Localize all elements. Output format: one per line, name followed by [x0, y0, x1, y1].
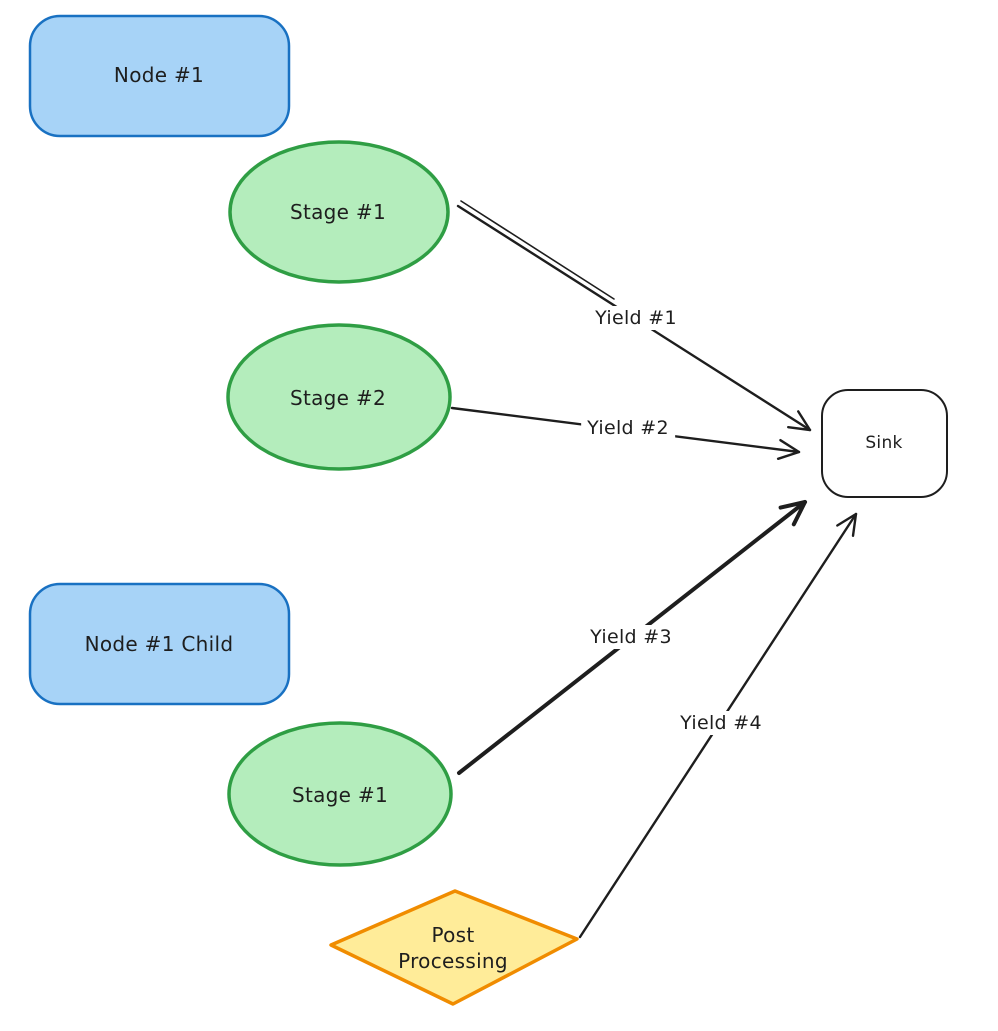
edge-yield3-label[interactable]: Yield #3 — [584, 625, 678, 649]
node-stage2-shape[interactable] — [226, 323, 452, 471]
node-post-processing-shape[interactable] — [329, 889, 579, 1006]
node-stage1-top-shape[interactable] — [228, 140, 450, 284]
edge-yield4-label[interactable]: Yield #4 — [674, 711, 768, 735]
node-node1-child-shape[interactable] — [28, 582, 291, 706]
node-stage1-top-label: Stage #1 — [289, 200, 387, 224]
node-stage1-bottom-label: Stage #1 — [291, 783, 389, 807]
node-post-processing-label: Post Processing — [398, 923, 508, 973]
node-node1-child-label: Node #1 Child — [84, 632, 234, 656]
node-sink-label: Sink — [865, 433, 903, 453]
node-node1-label: Node #1 — [113, 63, 205, 87]
node-stage1-bottom-shape[interactable] — [227, 721, 453, 867]
node-sink-shape[interactable] — [821, 389, 948, 498]
edge-yield2-label[interactable]: Yield #2 — [581, 416, 675, 440]
node-stage2-label: Stage #2 — [289, 386, 387, 410]
node-node1-shape[interactable] — [28, 14, 291, 138]
edge-yield1-label[interactable]: Yield #1 — [589, 306, 683, 330]
